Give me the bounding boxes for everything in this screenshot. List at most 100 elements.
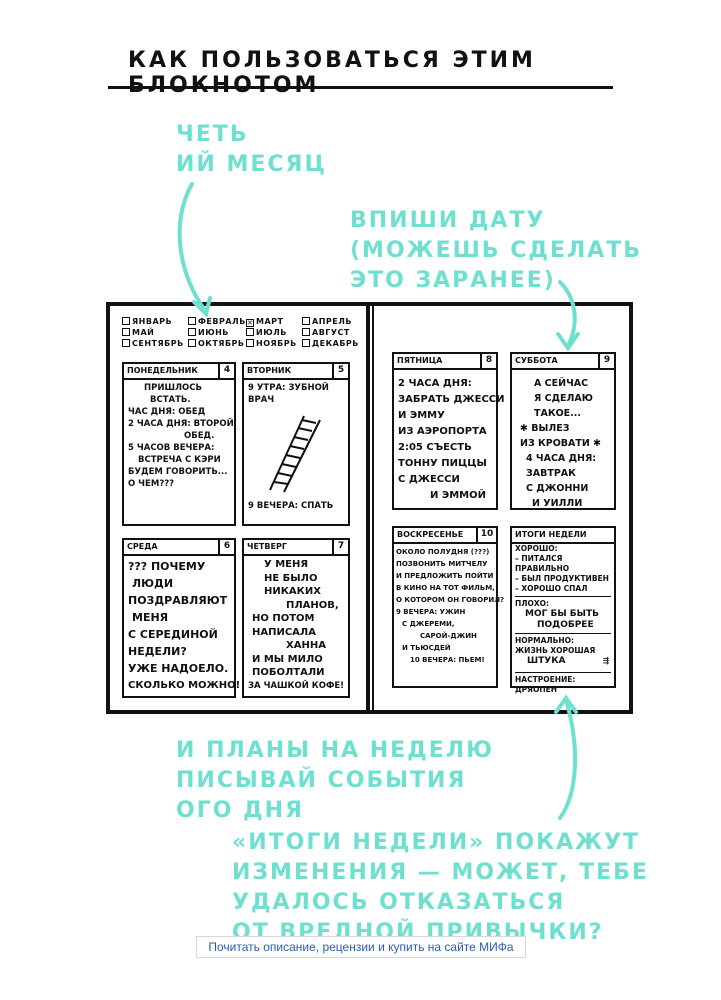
annotation-month-line-2: ИЙ МЕСЯЦ: [176, 152, 327, 177]
annotation-summary-line-3: УДАЛОСЬ ОТКАЗАТЬСЯ: [232, 890, 566, 915]
note-line: МЕНЯ: [132, 611, 169, 624]
day-notes: У МЕНЯ НЕ БЫЛО НИКАКИХ ПЛАНОВ, НО ПОТОМ …: [248, 558, 344, 693]
note-line: ВСТРЕЧА С КЭРИ: [138, 455, 221, 465]
week-good-item: – ХОРОШО СПАЛ: [515, 584, 588, 593]
note-line: 4 ЧАСА ДНЯ:: [526, 453, 597, 464]
note-line: НАПИСАЛА: [252, 626, 316, 638]
day-card-thursday: ЧЕТВЕРГ 7 У МЕНЯ НЕ БЫЛО НИКАКИХ ПЛАНОВ,…: [242, 538, 350, 698]
checkbox-icon: [302, 328, 310, 336]
week-summary-body: ХОРОШО: – ПИТАЛСЯ ПРАВИЛЬНО – БЫЛ ПРОДУК…: [515, 544, 611, 695]
checkbox-icon: [188, 328, 196, 336]
week-bad-item: МОГ БЫ БЫТЬ: [525, 609, 599, 619]
checkbox-icon: [122, 339, 130, 347]
note-line: ✱ ВЫЛЕЗ: [520, 423, 570, 434]
checkbox-icon: [302, 339, 310, 347]
arrow-to-saturday-date: [558, 280, 577, 348]
note-line: О ЧЕМ???: [128, 479, 175, 489]
day-card-saturday: СУББОТА 9 А СЕЙЧАС Я СДЕЛАЮ ТАКОЕ... ✱ В…: [510, 352, 616, 510]
month-item: ✕МАРТ: [246, 316, 283, 327]
week-good-item: – БЫЛ ПРОДУКТИВЕН: [515, 574, 609, 583]
arrow-head-february: [192, 296, 212, 318]
month-label: НОЯБРЬ: [256, 339, 297, 348]
note-line: УЖЕ НАДОЕЛО.: [128, 662, 229, 675]
day-number: 10: [476, 528, 496, 542]
day-name: ВОСКРЕСЕНЬЕ: [394, 528, 496, 544]
day-name: ПОНЕДЕЛЬНИК: [124, 364, 234, 380]
checkbox-icon: [122, 317, 130, 325]
note-line: ИЗ КРОВАТИ ✱: [520, 438, 602, 449]
note-line: И ЭММОЙ: [430, 490, 486, 501]
month-item: ФЕВРАЛЬ: [188, 316, 246, 327]
note-line: НЕ БЫЛО: [264, 572, 318, 584]
week-summary-title: ИТОГИ НЕДЕЛИ: [512, 528, 614, 544]
notebook-spine: [366, 302, 370, 714]
note-line: ЗАБРАТЬ ДЖЕССИ: [398, 394, 505, 405]
page-title: КАК ПОЛЬЗОВАТЬСЯ ЭТИМ БЛОКНОТОМ: [128, 48, 536, 98]
note-line: СКОЛЬКО МОЖНО!: [128, 680, 241, 691]
note-line: 2 ЧАСА ДНЯ:: [398, 378, 472, 389]
month-label: ИЮНЬ: [198, 328, 229, 337]
day-name: СРЕДА: [124, 540, 234, 556]
note-line: С ДЖЕРЕМИ,: [402, 620, 455, 628]
checkbox-icon: [188, 317, 196, 325]
note-line: ВРАЧ: [248, 395, 275, 405]
day-number: 4: [218, 364, 234, 378]
month-label: ОКТЯБРЬ: [198, 339, 245, 348]
note-line: ХАННА: [286, 640, 326, 651]
day-card-sunday: ВОСКРЕСЕНЬЕ 10 ОКОЛО ПОЛУДНЯ (???) ПОЗВО…: [392, 526, 505, 688]
note-line: ВСТАТЬ.: [150, 395, 191, 405]
week-mood-value: ДРЯОПЕН: [515, 685, 558, 694]
checkbox-icon: [122, 328, 130, 336]
month-item: ОКТЯБРЬ: [188, 338, 245, 349]
note-line: ИЗ АЭРОПОРТА: [398, 426, 487, 437]
day-name: СУББОТА: [512, 354, 614, 370]
day-card-wednesday: СРЕДА 6 ??? ПОЧЕМУ ЛЮДИ ПОЗДРАВЛЯЮТ МЕНЯ…: [122, 538, 241, 698]
month-label: СЕНТЯБРЬ: [132, 339, 184, 348]
month-label: ДЕКАБРЬ: [312, 339, 359, 348]
day-notes: ОКОЛО ПОЛУДНЯ (???) ПОЗВОНИТЬ МИТЧЕЛУ И …: [396, 546, 505, 666]
day-card-monday: ПОНЕДЕЛЬНИК 4 ПРИШЛОСЬ ВСТАТЬ. ЧАС ДНЯ: …: [122, 362, 236, 526]
checkbox-icon: [188, 339, 196, 347]
buy-link[interactable]: Почитать описание, рецензии и купить на …: [196, 936, 526, 958]
note-line: О КОТОРОМ ОН ГОВОРИЛ?: [396, 596, 505, 604]
note-line: ЗАВТРАК: [526, 468, 576, 479]
note-line: НЕДЕЛИ?: [128, 645, 187, 658]
notebook-spine-inner: [372, 302, 374, 714]
day-number: 7: [332, 540, 348, 554]
month-item: ДЕКАБРЬ: [302, 338, 359, 349]
day-notes: 9 УТРА: ЗУБНОЙ ВРАЧ: [248, 382, 344, 406]
note-line: 2:05 СЪЕСТЬ: [398, 442, 472, 453]
note-line: ??? ПОЧЕМУ: [128, 560, 206, 573]
checkbox-icon: [246, 328, 254, 336]
month-item: НОЯБРЬ: [246, 338, 297, 349]
day-number: 9: [598, 354, 614, 368]
note-line: И ПРЕДЛОЖИТЬ ПОЙТИ: [396, 572, 494, 580]
day-number: 6: [218, 540, 234, 554]
note-line: ЧАС ДНЯ: ОБЕД: [128, 407, 206, 417]
title-underline: [108, 86, 613, 89]
week-ok-label: НОРМАЛЬНО:: [515, 636, 575, 645]
day-number: 5: [332, 364, 348, 378]
annotation-month: ЧЕТЬ ИЙ МЕСЯЦ: [176, 120, 327, 180]
note-line: 9 ВЕЧЕРА: СПАТЬ: [248, 501, 334, 511]
month-label: ИЮЛЬ: [256, 328, 287, 337]
month-label: ЯНВАРЬ: [132, 317, 173, 326]
annotation-summary-line-2: ИЗМЕНЕНИЯ — МОЖЕТ, ТЕБЕ: [232, 860, 649, 885]
day-notes: А СЕЙЧАС Я СДЕЛАЮ ТАКОЕ... ✱ ВЫЛЕЗ ИЗ КР…: [516, 376, 610, 511]
week-bad-item: ПОДОБРЕЕ: [537, 620, 594, 630]
note-line: ЛЮДИ: [132, 577, 174, 590]
month-item: ИЮНЬ: [188, 327, 229, 338]
note-line: 9 ВЕЧЕРА: УЖИН: [396, 608, 466, 616]
checkbox-icon: [302, 317, 310, 325]
note-line: А СЕЙЧАС: [534, 378, 589, 389]
note-line: ОБЕД.: [184, 431, 215, 441]
note-line: И МЫ МИЛО: [252, 653, 323, 665]
week-ok-item: ШТУКА: [527, 656, 566, 666]
checkbox-icon: [246, 339, 254, 347]
note-line: 10 ВЕЧЕРА: ПЬЕМ!: [410, 656, 485, 664]
ladder-icon: [269, 415, 321, 493]
month-item: СЕНТЯБРЬ: [122, 338, 184, 349]
note-line: 9 УТРА: ЗУБНОЙ: [248, 383, 329, 393]
note-line: 5 ЧАСОВ ВЕЧЕРА:: [128, 443, 215, 453]
annotation-summary-line-1: «ИТОГИ НЕДЕЛИ» ПОКАЖУТ: [232, 830, 641, 855]
